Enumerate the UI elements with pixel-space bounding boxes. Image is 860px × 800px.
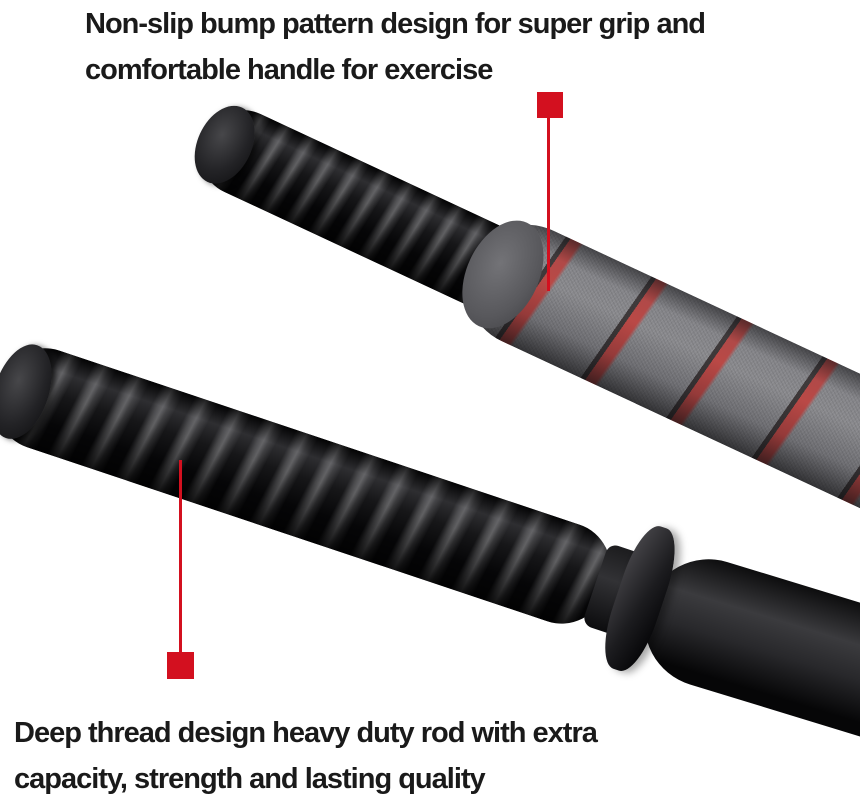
caption-top: Non-slip bump pattern design for super g…	[85, 1, 706, 93]
caption-bottom-line1: Deep thread design heavy duty rod with e…	[14, 717, 598, 749]
callout-square-foam-handle	[537, 92, 563, 118]
caption-bottom-line2: capacity, strength and lasting quality	[14, 763, 486, 795]
callout-square-thread-rod	[167, 652, 194, 679]
callout-line-thread-rod	[179, 460, 182, 654]
threaded-rod-bottom	[0, 336, 623, 636]
caption-bottom: Deep thread design heavy duty rod with e…	[14, 710, 598, 800]
caption-top-line2: comfortable handle for exercise	[85, 54, 493, 86]
caption-top-line1: Non-slip bump pattern design for super g…	[85, 8, 706, 40]
callout-line-foam-handle	[547, 117, 550, 291]
